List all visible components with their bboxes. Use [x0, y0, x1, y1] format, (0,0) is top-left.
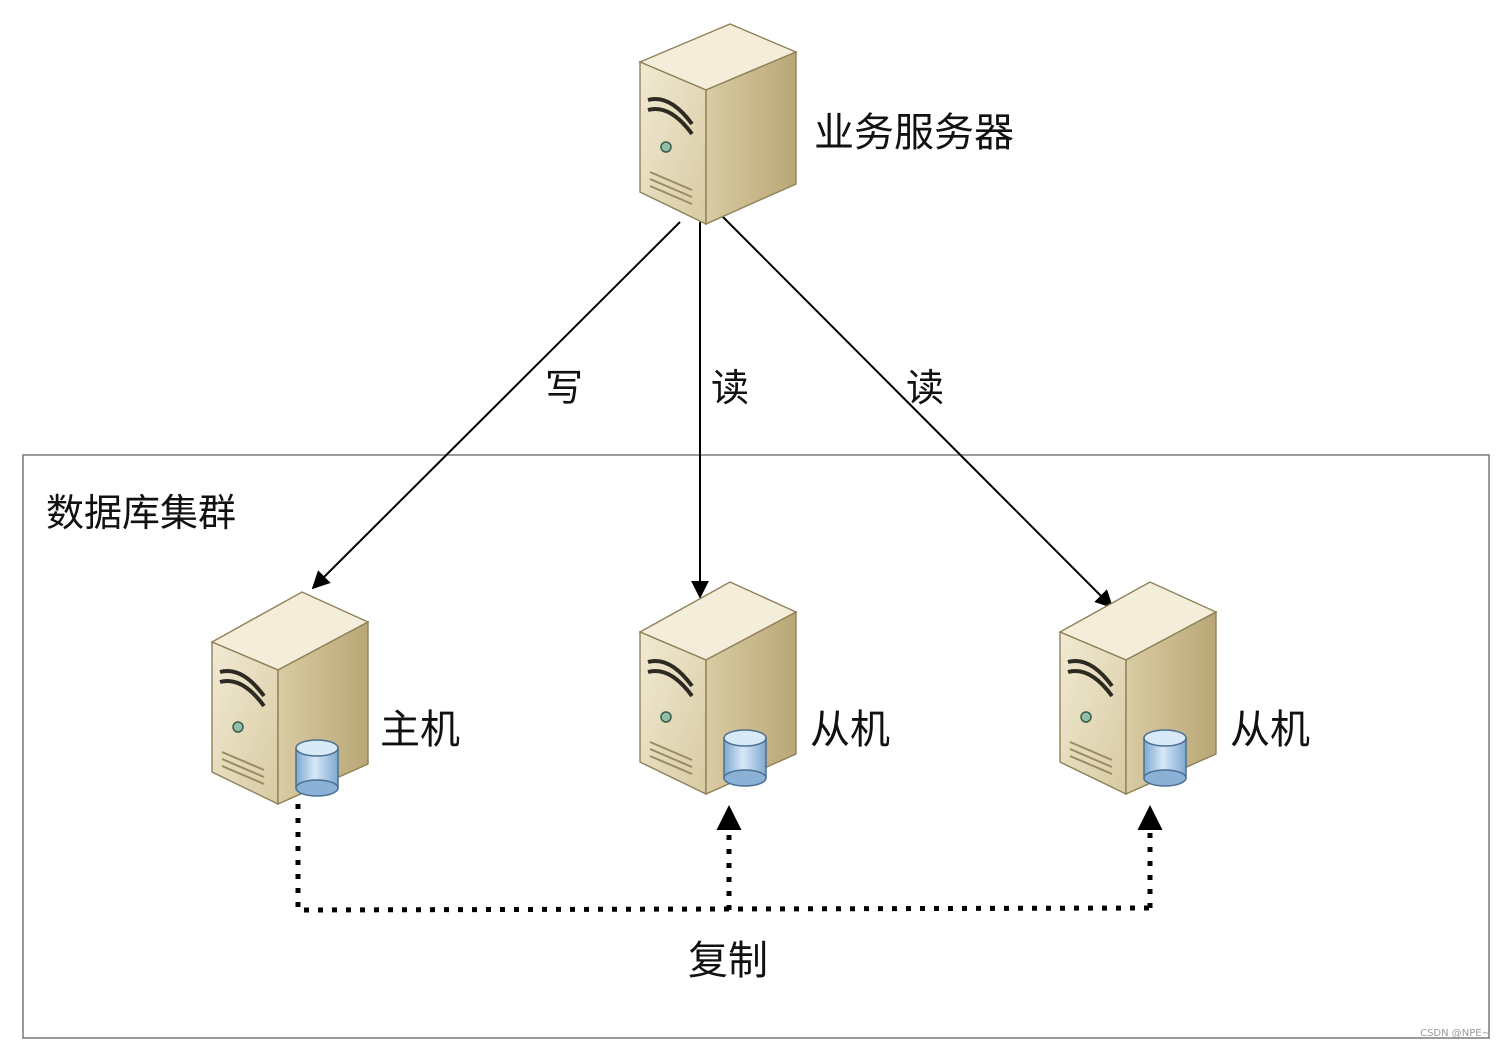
read-edge-2	[717, 211, 1114, 609]
slave-2-database-icon	[1143, 729, 1187, 787]
master-label: 主机	[380, 707, 460, 753]
write-edge	[311, 221, 681, 590]
master-database-icon	[295, 739, 339, 797]
app-server-label: 业务服务器	[814, 110, 1014, 156]
slave-1-database-icon	[723, 729, 767, 787]
slave-1-label: 从机	[810, 707, 890, 753]
cluster-title: 数据库集群	[46, 491, 237, 535]
cluster-boundary	[22, 454, 1490, 1039]
app-server-icon	[638, 23, 798, 226]
read-edge-2-label: 读	[906, 366, 945, 410]
slave-server-2-icon	[1058, 581, 1218, 796]
replication-label: 复制	[688, 938, 768, 984]
master-server-icon	[210, 591, 370, 806]
replication-path	[295, 790, 1151, 913]
read-edge-1-label: 读	[711, 366, 750, 410]
write-edge-label: 写	[545, 366, 584, 410]
slave-2-label: 从机	[1230, 707, 1310, 753]
slave-server-1-icon	[638, 581, 798, 796]
watermark-text: CSDN @NPE~	[1420, 1028, 1490, 1039]
